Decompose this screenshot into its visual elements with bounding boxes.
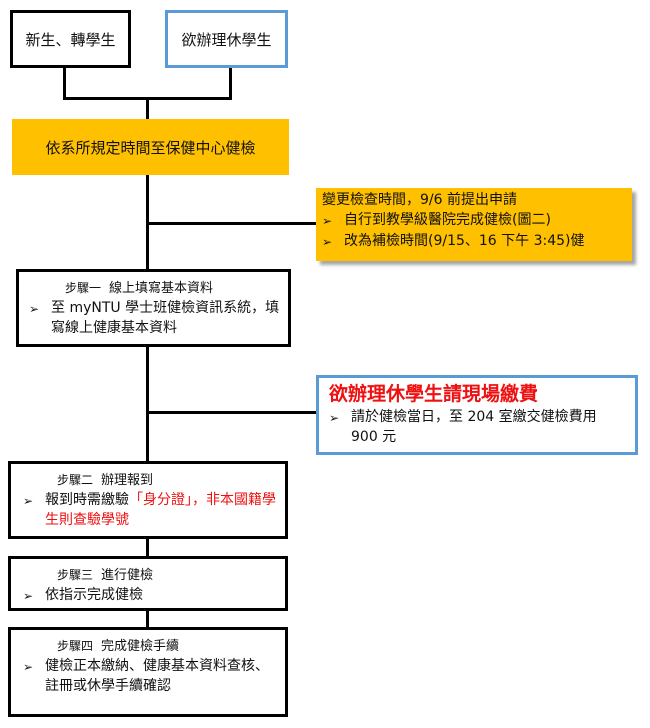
connector-main-3: [146, 538, 149, 556]
arrow-bullet-icon: ➢: [329, 411, 340, 425]
connector-main-4: [146, 609, 149, 628]
change-item-1: 自行到教學級醫院完成健檢(圖二): [344, 212, 551, 228]
arrow-bullet-icon: ➢: [23, 660, 34, 674]
change-item-2: 改為補檢時間(9/15、16 下午 3:45)健: [344, 233, 585, 249]
list-item: ➢ 至 myNTU 學士班健檢資訊系統，填寫線上健康基本資料: [29, 298, 280, 338]
list-item: ➢ 改為補檢時間(9/15、16 下午 3:45)健: [322, 231, 624, 252]
list-item: ➢ 自行到教學級醫院完成健檢(圖二): [322, 210, 624, 231]
connector-main-1: [146, 173, 149, 270]
step2-item-red-text: 「身分證」，非本國籍學生則查驗學號: [45, 492, 276, 528]
change-exam-time-box: 變更檢查時間，9/6 前提出申請 ➢ 自行到教學級醫院完成健檢(圖二) ➢ 改為…: [316, 188, 632, 261]
arrow-bullet-icon: ➢: [29, 302, 40, 316]
step2-item-text: 報到時需繳驗: [45, 492, 129, 508]
arrow-bullet-icon: ➢: [23, 494, 34, 508]
change-exam-time-title: 變更檢查時間，9/6 前提出申請: [322, 192, 517, 208]
new-transfer-students-box: 新生、轉學生: [10, 10, 131, 68]
step1-box: 步驟一線上填寫基本資料 ➢ 至 myNTU 學士班健檢資訊系統，填寫線上健康基本…: [16, 269, 291, 347]
step2-label: 步驟二: [57, 473, 94, 487]
step2-heading: 步驟二辦理報到: [23, 471, 277, 490]
arrow-bullet-icon: ➢: [23, 589, 34, 603]
leave-students-box: 欲辦理休學生: [165, 10, 288, 68]
connector-main-2: [146, 345, 149, 462]
leave-payment-item-1: 請於健檢當日，至 204 室繳交健檢費用 900 元: [351, 409, 597, 445]
health-check-banner-text: 依系所規定時間至保健中心健檢: [45, 138, 256, 157]
step4-label: 步驟四: [57, 639, 94, 653]
arrow-bullet-icon: ➢: [322, 214, 333, 228]
step2-title: 辦理報到: [101, 473, 154, 488]
step1-label: 步驟一: [65, 281, 102, 295]
step4-box: 步驟四完成健檢手續 ➢ 健檢正本繳納、健康基本資料查核、註冊或休學手續確認: [8, 627, 288, 717]
step3-title: 進行健檢: [101, 568, 154, 583]
connector-left-down: [63, 66, 66, 100]
step1-heading: 步驟一線上填寫基本資料: [29, 279, 280, 298]
connector-to-change: [146, 222, 316, 225]
step1-title: 線上填寫基本資料: [109, 281, 214, 296]
connector-to-banner: [146, 97, 149, 119]
step3-box: 步驟三進行健檢 ➢ 依指示完成健檢: [8, 556, 288, 611]
list-item: ➢ 依指示完成健檢: [23, 585, 277, 606]
health-check-banner: 依系所規定時間至保健中心健檢: [12, 119, 289, 175]
step4-item-1: 健檢正本繳納、健康基本資料查核、註冊或休學手續確認: [45, 658, 269, 694]
leave-payment-title: 欲辦理休學生請現場繳費: [329, 383, 539, 405]
step3-label: 步驟三: [57, 568, 94, 582]
leave-payment-box: 欲辦理休學生請現場繳費 ➢ 請於健檢當日，至 204 室繳交健檢費用 900 元: [316, 375, 638, 455]
step1-item-1: 至 myNTU 學士班健檢資訊系統，填寫線上健康基本資料: [51, 300, 280, 336]
list-item: ➢ 請於健檢當日，至 204 室繳交健檢費用 900 元: [329, 407, 627, 447]
step4-heading: 步驟四完成健檢手續: [23, 637, 277, 656]
step3-item-1: 依指示完成健檢: [45, 587, 143, 603]
list-item: ➢ 報到時需繳驗「身分證」，非本國籍學生則查驗學號: [23, 490, 277, 530]
step3-heading: 步驟三進行健檢: [23, 566, 277, 585]
arrow-bullet-icon: ➢: [322, 235, 333, 249]
list-item: ➢ 健檢正本繳納、健康基本資料查核、註冊或休學手續確認: [23, 656, 277, 696]
connector-to-leave: [146, 411, 316, 414]
leave-students-label: 欲辦理休學生: [181, 30, 272, 49]
step4-title: 完成健檢手續: [101, 639, 180, 654]
connector-right-down: [229, 66, 232, 100]
step2-box: 步驟二辦理報到 ➢ 報到時需繳驗「身分證」，非本國籍學生則查驗學號: [8, 461, 288, 539]
new-transfer-students-label: 新生、轉學生: [25, 30, 116, 49]
